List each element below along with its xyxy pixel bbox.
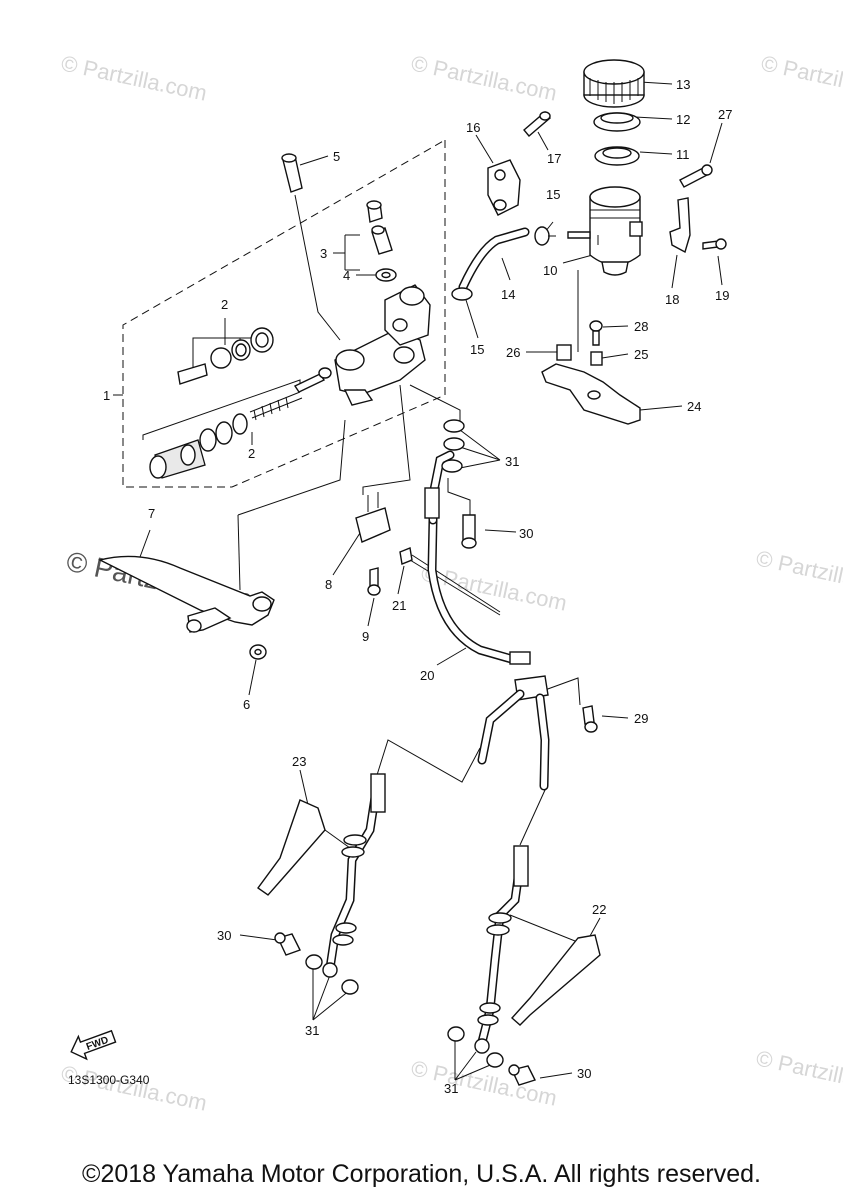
hose-clamp <box>534 226 556 246</box>
plate <box>556 344 572 361</box>
repair-kit-lower <box>149 367 332 479</box>
callout-15: 15 <box>546 187 560 202</box>
brake-hose <box>424 450 531 665</box>
callout-6: 6 <box>243 697 250 712</box>
reservoir-hose <box>458 227 530 292</box>
callout-5: 5 <box>333 149 340 164</box>
callout-1: 1 <box>103 388 110 403</box>
callout-2: 2 <box>221 297 228 312</box>
cable-tie <box>399 547 501 616</box>
screw <box>702 238 727 250</box>
callout-31: 31 <box>505 454 519 469</box>
watermark: © Partzilla.com <box>59 50 209 105</box>
collar <box>590 351 603 366</box>
callout-10: 10 <box>543 263 557 278</box>
callout-30: 30 <box>217 928 231 943</box>
brake-pedal <box>97 555 275 633</box>
callout-27: 27 <box>718 107 732 122</box>
callout-11: 11 <box>676 147 690 162</box>
callout-20: 20 <box>420 668 434 683</box>
callout-29: 29 <box>634 711 648 726</box>
callout-16: 16 <box>466 120 480 135</box>
callout-30: 30 <box>519 526 533 541</box>
screw <box>281 153 303 193</box>
screw <box>589 320 603 346</box>
brake-hose <box>477 689 550 791</box>
callout-9: 9 <box>362 629 369 644</box>
assembly-boundary <box>122 139 446 488</box>
callout-17: 17 <box>547 151 561 166</box>
reservoir-bracket <box>487 159 521 216</box>
callout-labels: 1 2 2 3 4 5 6 7 8 9 10 11 12 13 14 15 15… <box>103 77 732 1096</box>
fwd-label: FWD <box>85 1035 110 1053</box>
bolt <box>582 705 598 733</box>
callout-21: 21 <box>392 598 406 613</box>
callout-31: 31 <box>305 1023 319 1038</box>
callout-13: 13 <box>676 77 690 92</box>
brake-hose-right <box>474 845 529 1054</box>
fwd-arrow-icon: FWD <box>70 1029 117 1061</box>
union-bolt <box>366 200 393 255</box>
nut <box>249 644 267 660</box>
callout-31: 31 <box>444 1081 458 1096</box>
callout-7: 7 <box>148 506 155 521</box>
callout-22: 22 <box>592 902 606 917</box>
reservoir-tank <box>567 186 643 276</box>
washer <box>305 954 504 1068</box>
repair-kit-upper <box>177 327 274 385</box>
washer <box>375 268 397 282</box>
union-bolt <box>461 514 477 549</box>
watermark: © Partzilla.com <box>409 50 559 105</box>
watermark: © Partzilla.com <box>409 1055 559 1110</box>
diagram-code: 13S1300-G340 <box>68 1073 150 1087</box>
callout-18: 18 <box>665 292 679 307</box>
hose-guide-right <box>511 934 601 1026</box>
callout-23: 23 <box>292 754 306 769</box>
master-cylinder-body <box>334 284 431 406</box>
leader-lines <box>113 81 723 1081</box>
parts-diagram: © Partzilla.com © Partzilla.com © Partzi… <box>59 50 843 1115</box>
washer <box>441 419 465 473</box>
screw <box>367 567 381 596</box>
callout-3: 3 <box>320 246 327 261</box>
reservoir-stay <box>669 197 691 254</box>
callout-30: 30 <box>577 1066 591 1081</box>
footrest-bracket <box>541 363 641 425</box>
watermark: © Partzilla.com <box>754 545 843 600</box>
brake-hose-left <box>322 773 386 978</box>
union-bolt <box>274 932 301 956</box>
union-bolt <box>508 1064 536 1086</box>
callout-28: 28 <box>634 319 648 334</box>
watermark: © Partzilla.com <box>754 1045 843 1100</box>
callout-14: 14 <box>501 287 515 302</box>
copyright-notice: ©2018 Yamaha Motor Corporation, U.S.A. A… <box>82 1160 761 1188</box>
watermark: © Partzilla.com <box>59 1060 209 1115</box>
diaphragm <box>594 146 640 166</box>
bolt <box>523 111 551 137</box>
callout-8: 8 <box>325 577 332 592</box>
watermark: © Partzilla.com <box>759 50 843 105</box>
brake-light-switch <box>355 492 391 543</box>
reservoir-cap <box>583 59 645 108</box>
callout-19: 19 <box>715 288 729 303</box>
callout-4: 4 <box>343 268 350 283</box>
hose-guide-left <box>257 799 326 896</box>
callout-2: 2 <box>248 446 255 461</box>
hose-clamp <box>451 287 473 301</box>
callout-24: 24 <box>687 399 701 414</box>
diaphragm-plate <box>593 112 641 132</box>
callout-12: 12 <box>676 112 690 127</box>
callout-15: 15 <box>470 342 484 357</box>
bolt <box>679 164 713 188</box>
callout-26: 26 <box>506 345 520 360</box>
callout-25: 25 <box>634 347 648 362</box>
